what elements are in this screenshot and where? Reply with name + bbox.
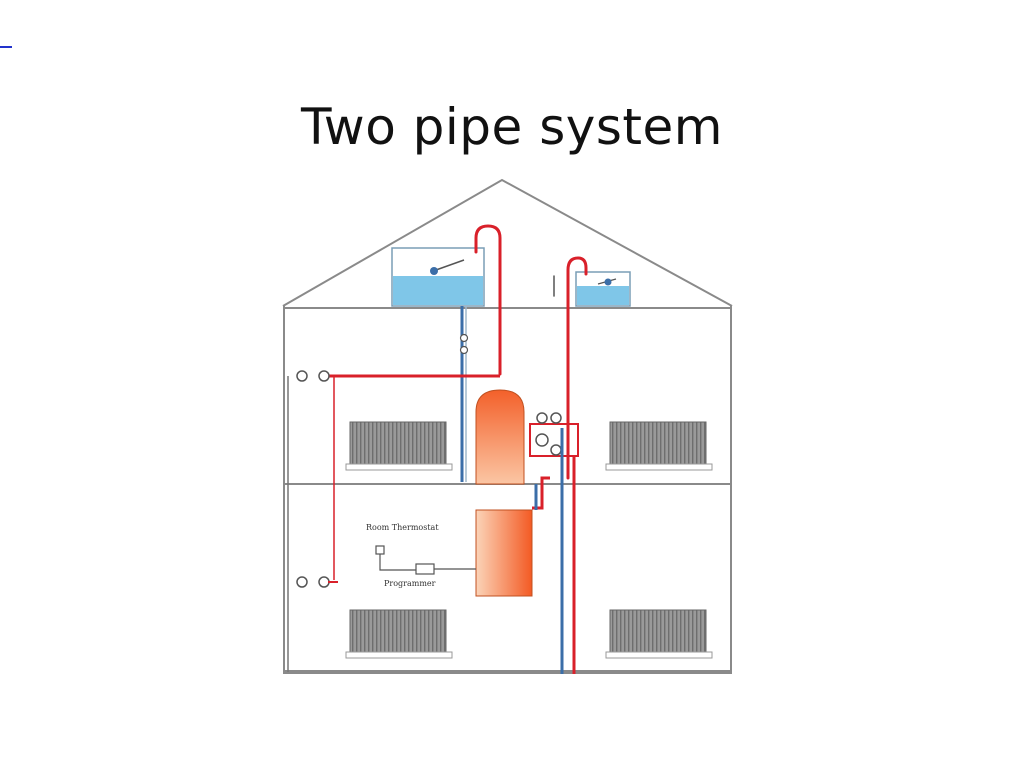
air-vent-valves-upper xyxy=(296,370,330,382)
upper-flow-line xyxy=(287,374,500,672)
link-underline-mark[interactable] xyxy=(0,46,12,48)
feed-expansion-tank-small xyxy=(575,271,631,307)
cold-feed-pipe xyxy=(459,306,469,482)
air-vent-valves-lower xyxy=(296,576,338,588)
radiator-upper-left xyxy=(345,421,453,471)
heating-diagram: Room Thermostat Programmer xyxy=(280,178,740,678)
roof xyxy=(282,178,733,307)
controls xyxy=(375,545,476,575)
pump-valves xyxy=(529,412,579,457)
main-risers xyxy=(532,428,576,674)
slide-title: Two pipe system xyxy=(301,97,723,156)
radiator-lower-left xyxy=(345,609,453,659)
hot-water-cylinder xyxy=(475,389,525,485)
vent-pipes xyxy=(474,224,588,480)
room-thermostat-label: Room Thermostat xyxy=(366,523,439,532)
programmer-label: Programmer xyxy=(384,579,436,588)
boiler xyxy=(475,509,533,597)
radiator-upper-right xyxy=(605,421,713,471)
feed-expansion-tank-large xyxy=(391,247,485,307)
radiator-lower-right xyxy=(605,609,713,659)
